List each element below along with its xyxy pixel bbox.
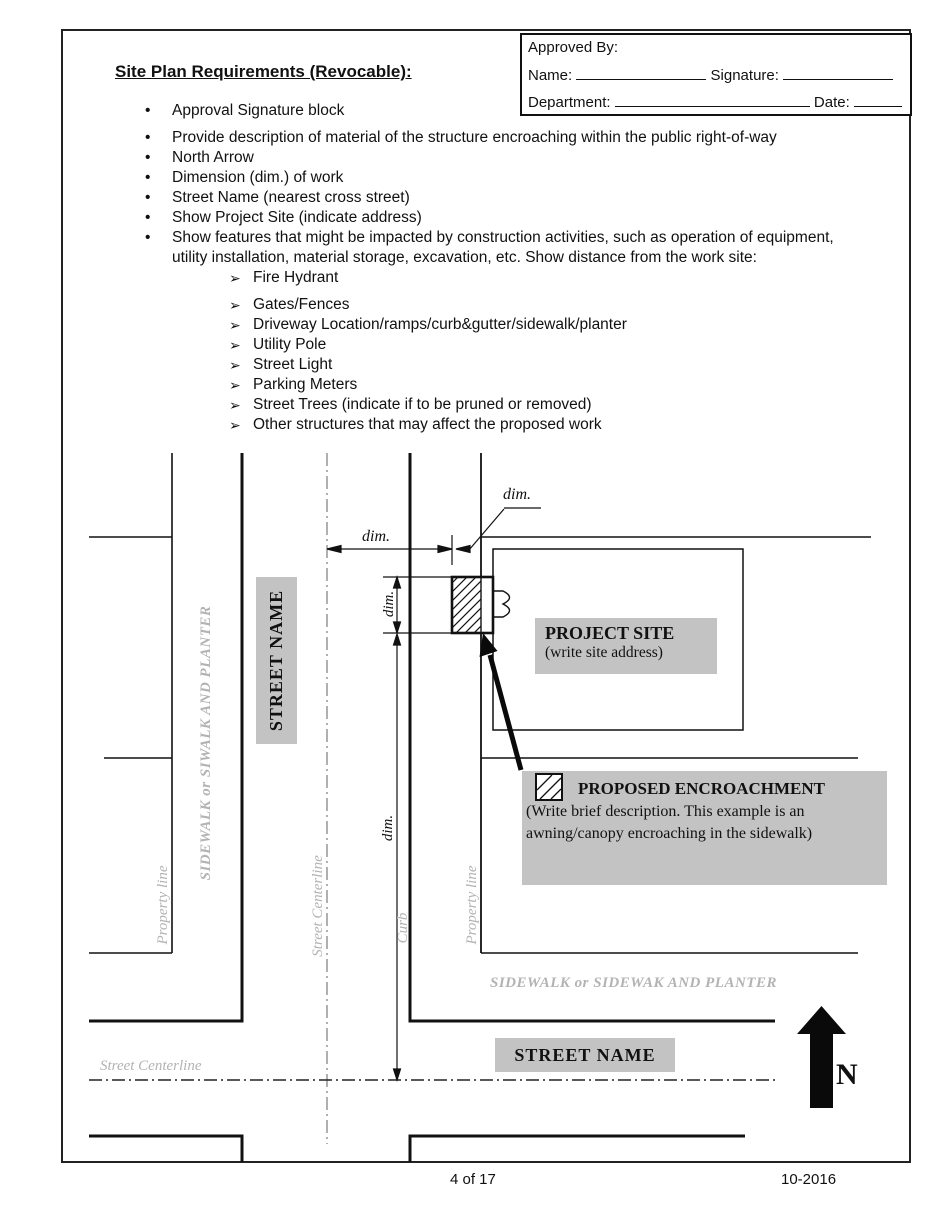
requirement-text: Provide description of material of the s… [172, 129, 777, 146]
department-blank-line [614, 92, 810, 107]
feature-text: Driveway Location/ramps/curb&gutter/side… [253, 316, 627, 333]
arrow-bullet-icon: ➢ [229, 317, 241, 333]
property-line-left-label: Property line [154, 865, 171, 945]
street-name-bottom-label: STREET NAME [495, 1038, 675, 1072]
requirement-item: • Provide description of material of the… [145, 128, 857, 148]
requirements-list: • Approval Signature block • Provide des… [145, 101, 857, 435]
feature-text: Utility Pole [253, 336, 327, 353]
feature-item: ➢ Other structures that may affect the p… [229, 415, 857, 435]
department-label: Department: [528, 94, 611, 111]
dim-horizontal-label: dim. [362, 528, 390, 545]
requirements-items: • Approval Signature block • Provide des… [145, 101, 857, 268]
arrow-bullet-icon: ➢ [229, 297, 241, 313]
arrow-bullet-icon: ➢ [229, 337, 241, 353]
dim-vertical-long-label: dim. [379, 814, 396, 842]
bullet-icon: • [145, 149, 151, 166]
feature-item: ➢ Gates/Fences [229, 295, 857, 315]
dim-vertical-small-label: dim. [380, 590, 397, 618]
north-arrow-icon [797, 1006, 846, 1108]
page-title: Site Plan Requirements (Revocable): [115, 62, 412, 81]
requirement-text: North Arrow [172, 149, 254, 166]
bullet-icon: • [145, 129, 151, 146]
requirement-item: • Dimension (dim.) of work [145, 168, 857, 188]
encroachment-shape [450, 575, 511, 635]
sidewalk-bottom-label: SIDEWALK or SIDEWAK AND PLANTER [490, 975, 777, 991]
feature-item: ➢ Street Trees (indicate if to be pruned… [229, 395, 857, 415]
requirement-text: Approval Signature block [172, 102, 345, 119]
requirement-text: Dimension (dim.) of work [172, 169, 344, 186]
feature-text: Other structures that may affect the pro… [253, 416, 602, 433]
page-number: 4 of 17 [450, 1171, 496, 1188]
arrow-bullet-icon: ➢ [229, 270, 241, 286]
north-label: N [836, 1058, 858, 1091]
approval-name-row: Name: Signature: [528, 65, 894, 84]
street-name-left-label: STREET NAME [256, 577, 297, 744]
name-blank-line [576, 65, 707, 80]
project-site-title: PROJECT SITE [545, 623, 675, 643]
dimension-lines [326, 507, 541, 1082]
arrow-bullet-icon: ➢ [229, 357, 241, 373]
approval-signature-block: Approved By: Name: Signature: Department… [520, 33, 912, 116]
requirement-text: Show features that might be impacted by … [172, 229, 834, 266]
feature-item: ➢ Utility Pole [229, 335, 857, 355]
dim-topright-label: dim. [503, 486, 531, 503]
arrow-bullet-icon: ➢ [229, 377, 241, 393]
bullet-icon: • [145, 229, 151, 246]
sidewalk-left-label: SIDEWALK or SIWALK AND PLANTER [197, 605, 214, 881]
date-label: Date: [813, 94, 850, 111]
name-label: Name: [528, 67, 573, 84]
project-site-subtitle: (write site address) [545, 644, 663, 661]
footer-date: 10-2016 [781, 1171, 837, 1188]
leader-arrow [479, 633, 524, 771]
requirement-item: • Street Name (nearest cross street) [145, 188, 857, 208]
requirement-item: • Show features that might be impacted b… [145, 228, 857, 268]
feature-text: Gates/Fences [253, 296, 350, 313]
impacted-features-list: ➢ Fire Hydrant ➢ Gates/Fences ➢ Driveway… [229, 268, 857, 435]
arrow-bullet-icon: ➢ [229, 397, 241, 413]
requirement-item: • North Arrow [145, 148, 857, 168]
feature-text: Fire Hydrant [253, 269, 339, 286]
awning-scallops [493, 590, 511, 618]
signature-blank-line [783, 65, 894, 80]
arrow-bullet-icon: ➢ [229, 417, 241, 433]
legend-desc-line2: awning/canopy encroaching in the sidewal… [526, 825, 813, 842]
street-centerline-vertical-label: Street Centerline [309, 855, 326, 957]
feature-text: Street Light [253, 356, 333, 373]
property-line-right-label: Property line [463, 865, 480, 945]
feature-item: ➢ Parking Meters [229, 375, 857, 395]
legend-desc-line1: (Write brief description. This example i… [526, 803, 805, 820]
bullet-icon: • [145, 102, 151, 119]
approved-by-label: Approved By: [528, 39, 619, 56]
curb-label: Curb [394, 912, 411, 944]
feature-text: Parking Meters [253, 376, 358, 393]
requirement-item: • Show Project Site (indicate address) [145, 208, 857, 228]
date-blank-line [853, 92, 902, 107]
bullet-icon: • [145, 169, 151, 186]
requirement-text: Show Project Site (indicate address) [172, 209, 422, 226]
bullet-icon: • [145, 189, 151, 206]
bullet-icon: • [145, 209, 151, 226]
legend-description: (Write brief description. This example i… [526, 801, 812, 845]
feature-item: ➢ Fire Hydrant [229, 268, 857, 288]
signature-label: Signature: [710, 67, 779, 84]
street-centerline-horizontal-label: Street Centerline [100, 1058, 202, 1074]
feature-text: Street Trees (indicate if to be pruned o… [253, 396, 592, 413]
project-site-label: PROJECT SITE (write site address) [535, 618, 717, 674]
requirement-text: Street Name (nearest cross street) [172, 189, 410, 206]
encroachment-legend: PROPOSED ENCROACHMENT (Write brief descr… [522, 771, 887, 885]
feature-item: ➢ Driveway Location/ramps/curb&gutter/si… [229, 315, 857, 335]
feature-item: ➢ Street Light [229, 355, 857, 375]
hatch-swatch-icon [535, 773, 563, 801]
approval-dept-row: Department: Date: [528, 92, 902, 111]
legend-title: PROPOSED ENCROACHMENT [578, 779, 825, 798]
